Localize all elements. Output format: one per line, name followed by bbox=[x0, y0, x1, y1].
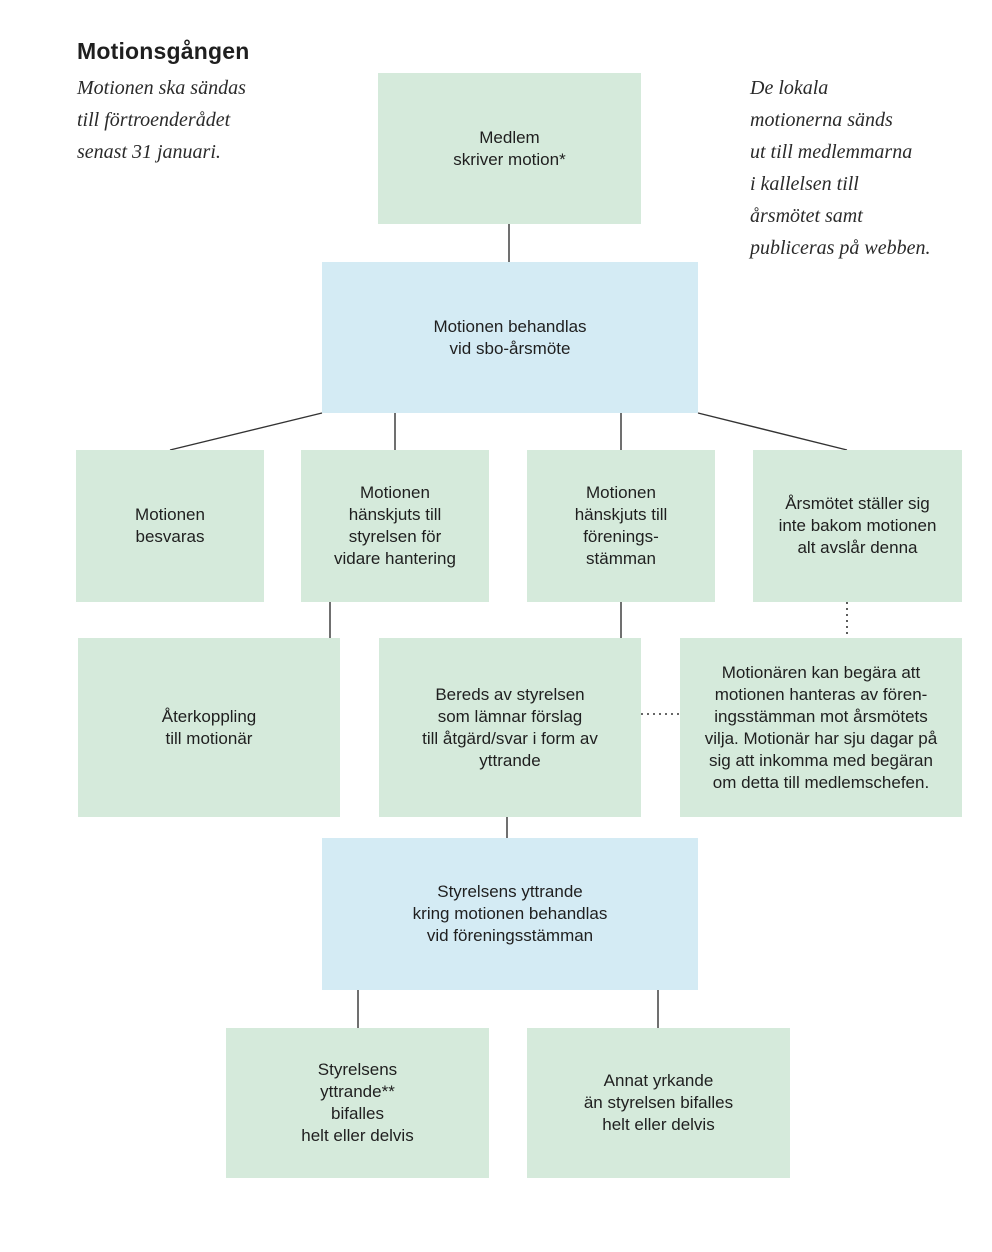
box-board-statement-approved: Styrelsens yttrande** bifalles helt elle… bbox=[226, 1028, 489, 1178]
box-other-proposal-approved: Annat yrkande än styrelsen bifalles helt… bbox=[527, 1028, 790, 1178]
note-publishing: De lokala motionerna sänds ut till medle… bbox=[750, 77, 931, 259]
box-motion-answered: Motionen besvaras bbox=[76, 450, 264, 602]
box-mover-appeal: Motionären kan begära att motionen hante… bbox=[680, 638, 962, 817]
note-deadline: Motionen ska sändas till förtroenderådet… bbox=[77, 77, 246, 163]
box-meeting-rejects: Årsmötet ställer sig inte bakom motionen… bbox=[753, 450, 962, 602]
box-prepared-by-board: Bereds av styrelsen som lämnar förslag t… bbox=[379, 638, 641, 817]
diagram-title: Motionsgången bbox=[77, 38, 250, 64]
box-member-writes-motion: Medlem skriver motion* bbox=[378, 73, 641, 224]
box-referred-to-assembly: Motionen hänskjuts till förenings- stämm… bbox=[527, 450, 715, 602]
box-feedback-to-mover: Återkoppling till motionär bbox=[78, 638, 340, 817]
connector-meeting-to-rejected bbox=[697, 412, 848, 451]
box-statement-handled-at-assembly: Styrelsens yttrande kring motionen behan… bbox=[322, 838, 698, 990]
box-sbo-annual-meeting: Motionen behandlas vid sbo-årsmöte bbox=[322, 262, 698, 413]
box-referred-to-board: Motionen hänskjuts till styrelsen för vi… bbox=[301, 450, 489, 602]
connector-meeting-to-answered bbox=[169, 412, 323, 451]
